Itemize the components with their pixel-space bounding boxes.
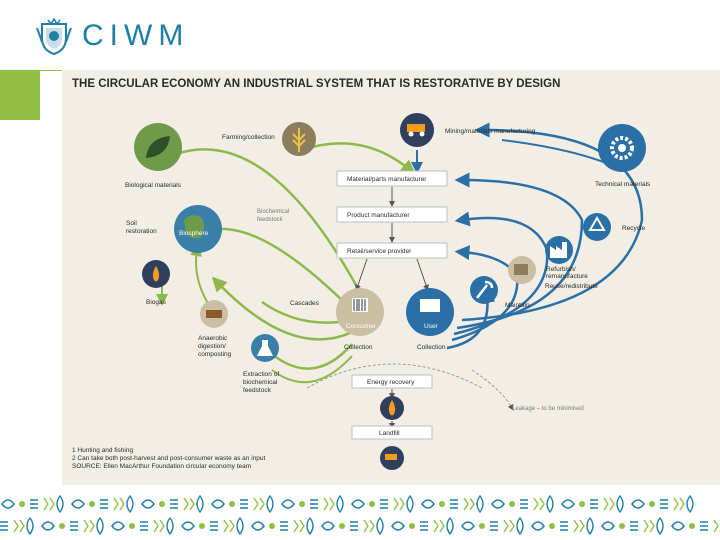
poster-title: THE CIRCULAR ECONOMY AN INDUSTRIAL SYSTE… (72, 78, 560, 90)
consumer-label: Consumer (346, 323, 377, 330)
poster-title-main: THE CIRCULAR ECONOMY (72, 78, 221, 90)
bio-materials-label: Biological materials (125, 182, 182, 189)
bio-cascade-2 (211, 276, 353, 341)
leakage-arc (306, 363, 483, 389)
biosphere-label: Biosphere (179, 230, 209, 237)
compost-icon (206, 310, 222, 318)
reuse-label: Reuse/redistribute (545, 283, 598, 290)
collection-right-label: Collection (417, 344, 446, 351)
extraction-label-3: feedstock (243, 387, 272, 394)
user-label: User (424, 323, 439, 330)
refurbish-label-1: Refurbish/ (546, 266, 576, 273)
decorative-footer-pattern (0, 495, 720, 535)
pattern-row-1 (1, 495, 694, 513)
footnote-source: SOURCE: Ellen MacArthur Foundation circu… (72, 463, 251, 470)
leakage-label: Leakage – to be minimised (512, 406, 584, 412)
box-retail-label: Retail/service provider (347, 248, 412, 255)
soil-label-1: Soil (126, 220, 137, 227)
recycle-icon (588, 216, 606, 231)
recycle-label: Recycle (622, 225, 646, 232)
biogas-flame-icon (152, 266, 160, 282)
footnote-1: 1 Hunting and fishing (72, 447, 133, 454)
biochemical-label-1: Biochemical (257, 209, 289, 215)
chain-arrow-3 (355, 258, 368, 291)
gear-icon (610, 136, 634, 160)
circular-economy-diagram: THE CIRCULAR ECONOMY AN INDUSTRIAL SYSTE… (62, 70, 720, 485)
anaerobic-label-1: Anaerobic (198, 335, 228, 342)
globe-icon (184, 215, 205, 239)
poster-title-sub: AN INDUSTRIAL SYSTEM THAT IS RESTORATIVE… (223, 78, 561, 90)
extraction-label-2: biochemical (243, 379, 278, 386)
mining-truck-icon (407, 124, 425, 132)
tech-loop-maintain (446, 287, 496, 350)
biogas-label: Biogas (146, 299, 167, 306)
tech-materials-label: Technical materials (595, 181, 651, 188)
barcode-icon (352, 298, 368, 312)
crest-icon (36, 17, 72, 56)
accent-bar (0, 70, 40, 120)
bio-loop-farming (301, 142, 416, 175)
anaerobic-label-3: composting (198, 351, 232, 358)
bio-loop-extraction (271, 355, 353, 384)
monitor-icon (420, 299, 440, 312)
diagram-canvas: Material/parts manufacturer Product manu… (72, 113, 651, 470)
tech-loop-outer (461, 122, 644, 322)
extraction-label-1: Extraction of (243, 371, 279, 378)
cascades-label: Cascades (290, 300, 320, 307)
box-energy-label: Energy recovery (367, 379, 415, 386)
soil-label-2: restoration (126, 228, 157, 235)
pattern-row-2 (0, 517, 720, 535)
flask-icon (257, 340, 273, 356)
box-product-manufacturer (336, 206, 448, 223)
biochemical-label-2: feedstock (257, 217, 284, 223)
recycle-node (583, 213, 611, 241)
collection-left-label: Collection (344, 344, 373, 351)
maintain-label: Maintain (505, 302, 530, 309)
box-landfill (351, 425, 433, 440)
truck-icon (385, 454, 397, 460)
boxes-icon (514, 264, 528, 275)
box-parts-label: Material/parts manufacturer (347, 176, 427, 183)
leakage-arrow (471, 369, 514, 411)
box-energy-recovery (351, 374, 433, 389)
barcode-lines (353, 299, 366, 311)
bio-loop-inner (204, 221, 353, 311)
box-parts-manufacturer (336, 170, 448, 187)
box-product-label: Product manufacturer (347, 212, 410, 219)
bio-loop-outer (161, 148, 364, 297)
anaerobic-label-2: digestion/ (198, 343, 226, 350)
farming-label: Farming/collection (222, 134, 275, 141)
refurbish-label-2: remanufacture (546, 273, 588, 280)
footnote-2: 2 Can take both post-harvest and post-co… (72, 455, 265, 462)
leaf-icon (146, 136, 170, 158)
box-landfill-label: Landfill (379, 430, 400, 437)
tech-loop-recycle (454, 172, 584, 330)
factory-icon (550, 242, 567, 258)
mining-label: Mining/materials manufacturing (445, 128, 536, 135)
wrench-icon (476, 280, 494, 299)
wheat-icon (292, 128, 306, 152)
chain-arrow-4 (416, 258, 429, 291)
ciwm-logo: CIWM (34, 16, 189, 56)
brand-name: CIWM (82, 19, 190, 52)
bio-cascade-3 (266, 343, 353, 370)
flame-icon (388, 400, 396, 416)
box-retail-provider (336, 242, 448, 259)
